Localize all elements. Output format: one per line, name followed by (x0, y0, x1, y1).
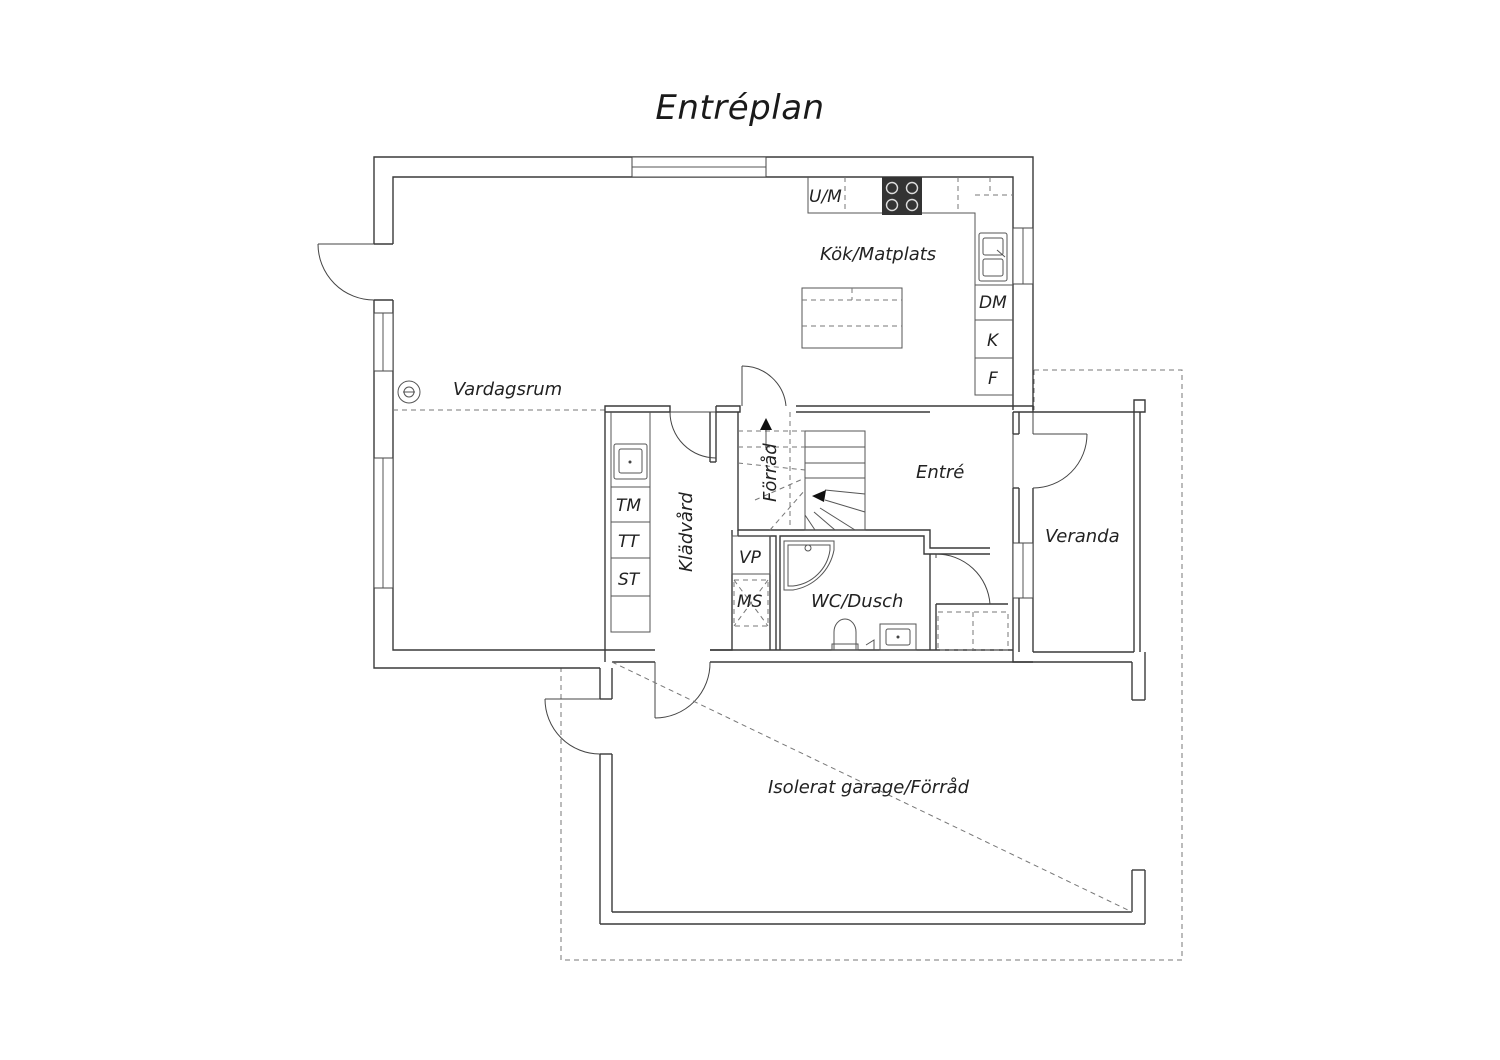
garage-walls (599, 652, 1146, 925)
shower-icon (783, 540, 835, 591)
fixture-label-f: F (988, 369, 998, 389)
room-label-vardagsrum: Vardagsrum (453, 379, 562, 400)
fixture-label-k: K (987, 331, 1000, 351)
washbasin-icon (865, 623, 917, 651)
room-label-wc: WC/Dusch (811, 591, 903, 612)
fixture-label-ms: MS (737, 592, 763, 612)
fixture-label-vp: VP (739, 548, 762, 568)
kitchen-sink-icon (978, 232, 1008, 282)
kitchen-counter (807, 177, 1013, 396)
door-garage-side (544, 698, 601, 755)
room-label-entre: Entré (916, 462, 964, 483)
room-label-kok: Kök/Matplats (820, 244, 936, 265)
room-label-veranda: Veranda (1045, 526, 1120, 547)
staircase (737, 412, 866, 531)
door-forrad (741, 365, 787, 407)
garage-diagonal (611, 661, 1133, 913)
kitchen-island (801, 287, 903, 349)
fixture-label-tm: TM (616, 496, 641, 516)
door-garage-interior (654, 661, 711, 719)
cooktop-icon (882, 177, 922, 215)
room-label-garage: Isolerat garage/Förråd (768, 777, 970, 798)
fireplace-icon (397, 380, 421, 404)
door-left-exterior (317, 243, 375, 301)
door-kladvard (669, 411, 717, 459)
laundry-sink-icon (613, 443, 648, 480)
plan-title: Entréplan (655, 88, 825, 128)
toilet-icon (831, 618, 859, 651)
room-label-kladvard: Klädvård (676, 492, 697, 572)
fixture-label-dm: DM (979, 293, 1007, 313)
fixture-label-tt: TT (618, 532, 640, 552)
door-veranda (1032, 412, 1088, 489)
room-label-forrad: Förråd (760, 443, 781, 502)
utility-boxes (731, 535, 771, 627)
fixture-label-st: ST (618, 570, 641, 590)
door-wc (935, 553, 991, 605)
fixture-label-um: U/M (809, 187, 842, 207)
roof-outline (560, 369, 1183, 961)
